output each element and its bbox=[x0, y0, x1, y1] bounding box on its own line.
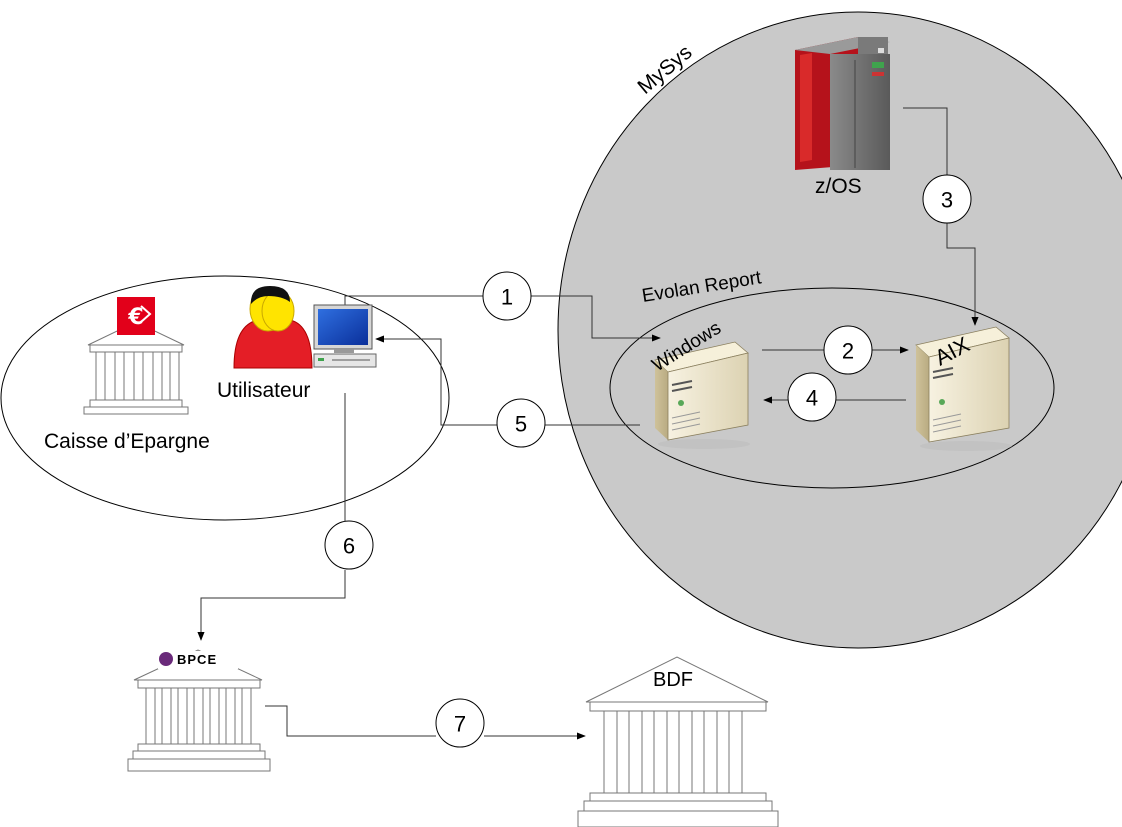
server-icon bbox=[654, 341, 750, 449]
svg-text:€: € bbox=[127, 305, 143, 330]
flow-1-line-b bbox=[531, 295, 661, 342]
server-icon bbox=[915, 326, 1012, 451]
step-5: 5 bbox=[496, 398, 546, 448]
step-2: 2 bbox=[823, 325, 873, 375]
flow-5-line-b bbox=[375, 335, 497, 426]
flow-3-line-b bbox=[946, 223, 979, 326]
svg-text:3: 3 bbox=[941, 188, 953, 213]
svg-text:1: 1 bbox=[501, 285, 513, 310]
step-3: 3 bbox=[922, 174, 972, 224]
flow-6-line-b bbox=[197, 570, 346, 641]
svg-text:6: 6 bbox=[343, 534, 355, 559]
desktop-computer-icon bbox=[313, 304, 377, 368]
bdf-label: BDF bbox=[653, 669, 693, 691]
utilisateur-label: Utilisateur bbox=[217, 379, 310, 402]
step-4: 4 bbox=[787, 372, 837, 422]
svg-text:5: 5 bbox=[515, 412, 527, 437]
bank-icon bbox=[577, 656, 779, 827]
svg-text:4: 4 bbox=[806, 386, 818, 411]
step-7: 7 bbox=[435, 698, 485, 748]
bpce-label: BPCE bbox=[177, 652, 217, 667]
svg-text:2: 2 bbox=[842, 339, 854, 364]
mainframe-icon bbox=[795, 37, 890, 170]
caisse-epargne-logo-icon: € bbox=[117, 297, 155, 335]
flow-3-line-a bbox=[903, 107, 948, 175]
zos-label: z/OS bbox=[815, 175, 862, 198]
svg-text:7: 7 bbox=[454, 712, 466, 737]
caisse-label: Caisse d’Epargne bbox=[44, 430, 210, 453]
flow-7-line-a bbox=[265, 705, 436, 737]
step-6: 6 bbox=[324, 520, 374, 570]
bank-icon bbox=[127, 649, 271, 772]
step-1: 1 bbox=[482, 271, 532, 321]
user-icon bbox=[233, 286, 313, 369]
bpce-logo-icon bbox=[159, 652, 173, 666]
bpce-logo-bg bbox=[158, 651, 238, 669]
flow-1-line-a bbox=[344, 295, 483, 307]
